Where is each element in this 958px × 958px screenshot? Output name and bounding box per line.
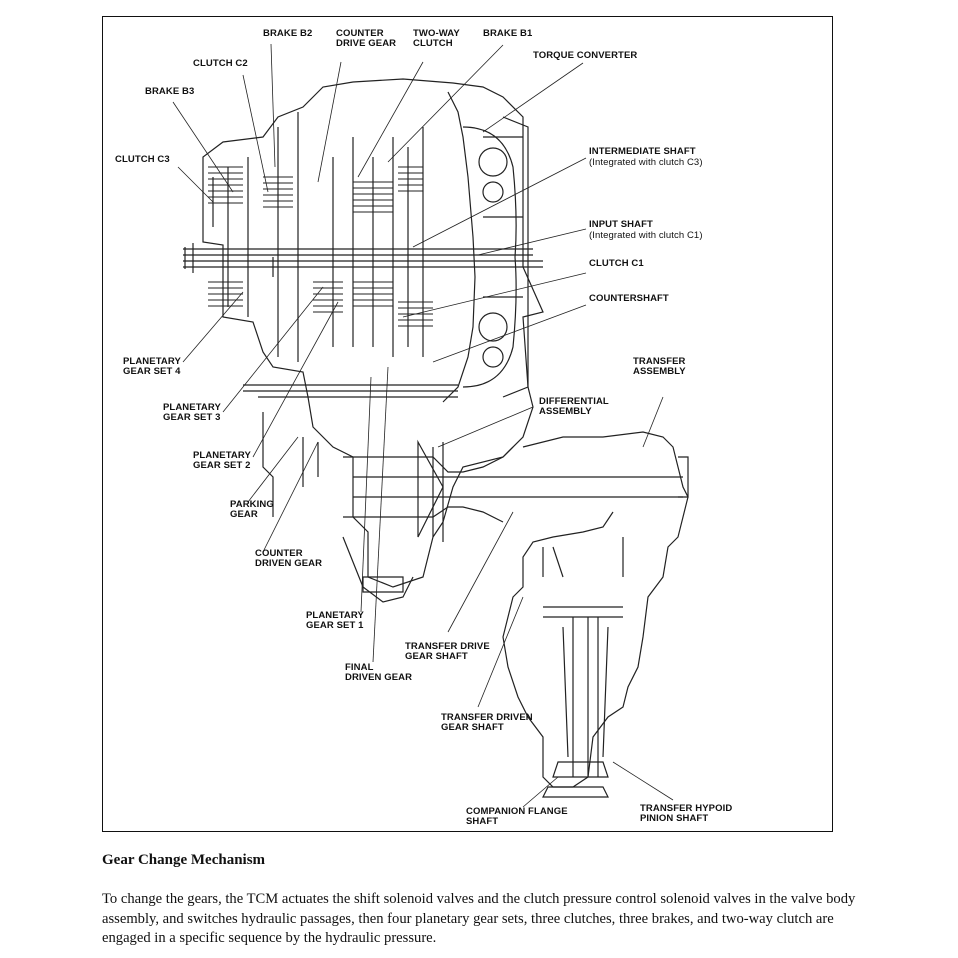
label-final-driven-gear: FINAL DRIVEN GEAR <box>345 662 413 683</box>
label-transfer-hypoid-pinion-shaft: TRANSFER HYPOID PINION SHAFT <box>640 803 733 824</box>
label-transfer-driven-gear-shaft: TRANSFER DRIVEN GEAR SHAFT <box>441 712 533 733</box>
label-two-way-clutch: TWO-WAY CLUTCH <box>413 28 460 49</box>
differential-housing <box>262 412 683 603</box>
label-intermediate-shaft-note: (Integrated with clutch C3) <box>589 157 703 168</box>
label-torque-converter: TORQUE CONVERTER <box>533 50 638 61</box>
label-clutch-c2: CLUTCH C2 <box>193 58 248 69</box>
label-counter-driven-gear: COUNTER DRIVEN GEAR <box>255 548 323 569</box>
label-brake-b1: BRAKE B1 <box>483 28 533 39</box>
figure-frame: BRAKE B2 COUNTER DRIVE GEAR TWO-WAY CLUT… <box>102 16 833 832</box>
leader-lines <box>172 43 674 808</box>
main-shafts <box>183 243 543 398</box>
label-countershaft: COUNTERSHAFT <box>589 293 669 304</box>
label-differential-assembly: DIFFERENTIAL ASSEMBLY <box>539 396 609 417</box>
label-clutch-c1: CLUTCH C1 <box>589 258 644 269</box>
label-parking-gear: PARKING GEAR <box>230 499 274 520</box>
label-companion-flange-shaft: COMPANION FLANGE SHAFT <box>466 806 568 827</box>
label-transfer-assembly: TRANSFER ASSEMBLY <box>633 356 686 377</box>
clutch-packs <box>208 166 433 327</box>
body-paragraph: To change the gears, the TCM actuates th… <box>102 891 856 946</box>
label-clutch-c3: CLUTCH C3 <box>115 154 170 165</box>
label-planetary-gear-set-3: PLANETARY GEAR SET 3 <box>163 402 221 423</box>
label-input-shaft: INPUT SHAFT <box>589 219 653 230</box>
label-planetary-gear-set-1: PLANETARY GEAR SET 1 <box>306 610 364 631</box>
label-planetary-gear-set-4: PLANETARY GEAR SET 4 <box>123 356 181 377</box>
label-brake-b2: BRAKE B2 <box>263 28 313 39</box>
label-transfer-drive-gear-shaft: TRANSFER DRIVE GEAR SHAFT <box>405 641 490 662</box>
transfer-assembly-body <box>502 431 689 798</box>
label-brake-b3: BRAKE B3 <box>145 86 195 97</box>
torque-converter <box>442 91 529 403</box>
transmission-cutaway-diagram <box>172 43 689 808</box>
label-planetary-gear-set-2: PLANETARY GEAR SET 2 <box>193 450 251 471</box>
label-input-shaft-note: (Integrated with clutch C1) <box>589 230 703 241</box>
section-heading: Gear Change Mechanism <box>102 852 266 868</box>
label-counter-drive-gear: COUNTER DRIVE GEAR <box>336 28 397 49</box>
label-intermediate-shaft: INTERMEDIATE SHAFT <box>589 146 696 157</box>
